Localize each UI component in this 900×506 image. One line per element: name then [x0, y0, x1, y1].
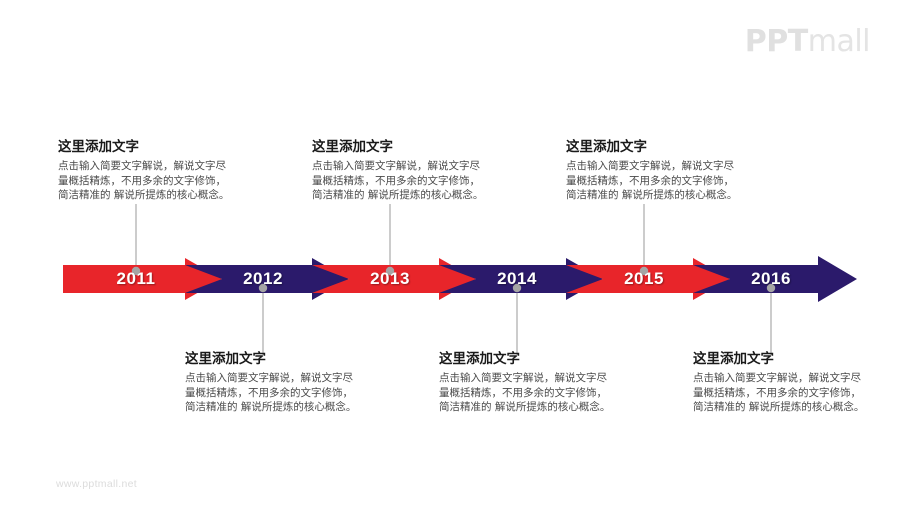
pptmall-logo: PPTmall [744, 24, 871, 59]
logo-mall-text: mall [807, 24, 871, 59]
text-block-above-2015[interactable]: 这里添加文字 点击输入简要文字解说，解说文字尽量概括精炼，不用多余的文字修饰，简… [566, 138, 744, 203]
text-block-below-2014[interactable]: 这里添加文字 点击输入简要文字解说，解说文字尽量概括精炼，不用多余的文字修饰，简… [439, 350, 617, 415]
text-block-body: 点击输入简要文字解说，解说文字尽量概括精炼，不用多余的文字修饰，简洁精准的 解说… [566, 160, 738, 201]
text-block-title: 这里添加文字 [693, 351, 774, 367]
year-label-2015[interactable]: 2015 [624, 269, 664, 288]
year-label-2011[interactable]: 2011 [116, 269, 156, 288]
logo-ppt-text: PPT [744, 24, 808, 59]
year-label-2014[interactable]: 2014 [497, 269, 537, 288]
text-block-body: 点击输入简要文字解说，解说文字尽量概括精炼，不用多余的文字修饰，简洁精准的 解说… [693, 372, 865, 413]
text-block-body: 点击输入简要文字解说，解说文字尽量概括精炼，不用多余的文字修饰，简洁精准的 解说… [185, 372, 357, 413]
text-block-body: 点击输入简要文字解说，解说文字尽量概括精炼，不用多余的文字修饰，简洁精准的 解说… [58, 160, 230, 201]
year-label-2012[interactable]: 2012 [243, 269, 283, 288]
text-block-title: 这里添加文字 [439, 351, 520, 367]
text-block-title: 这里添加文字 [185, 351, 266, 367]
text-block-title: 这里添加文字 [58, 139, 139, 155]
footer-url: www.pptmall.net [56, 478, 137, 490]
text-block-below-2012[interactable]: 这里添加文字 点击输入简要文字解说，解说文字尽量概括精炼，不用多余的文字修饰，简… [185, 350, 363, 415]
text-block-above-2013[interactable]: 这里添加文字 点击输入简要文字解说，解说文字尽量概括精炼，不用多余的文字修饰，简… [312, 138, 490, 203]
text-block-above-2011[interactable]: 这里添加文字 点击输入简要文字解说，解说文字尽量概括精炼，不用多余的文字修饰，简… [58, 138, 236, 203]
connector-group-above [135, 204, 645, 272]
year-label-2013[interactable]: 2013 [370, 269, 410, 288]
text-block-below-2016[interactable]: 这里添加文字 点击输入简要文字解说，解说文字尽量概括精炼，不用多余的文字修饰，简… [693, 350, 871, 415]
text-block-body: 点击输入简要文字解说，解说文字尽量概括精炼，不用多余的文字修饰，简洁精准的 解说… [312, 160, 484, 201]
text-block-title: 这里添加文字 [566, 139, 647, 155]
year-label-2016[interactable]: 2016 [751, 269, 791, 288]
text-block-body: 点击输入简要文字解说，解说文字尽量概括精炼，不用多余的文字修饰，简洁精准的 解说… [439, 372, 611, 413]
text-block-title: 这里添加文字 [312, 139, 393, 155]
connector-group-below [262, 288, 772, 355]
